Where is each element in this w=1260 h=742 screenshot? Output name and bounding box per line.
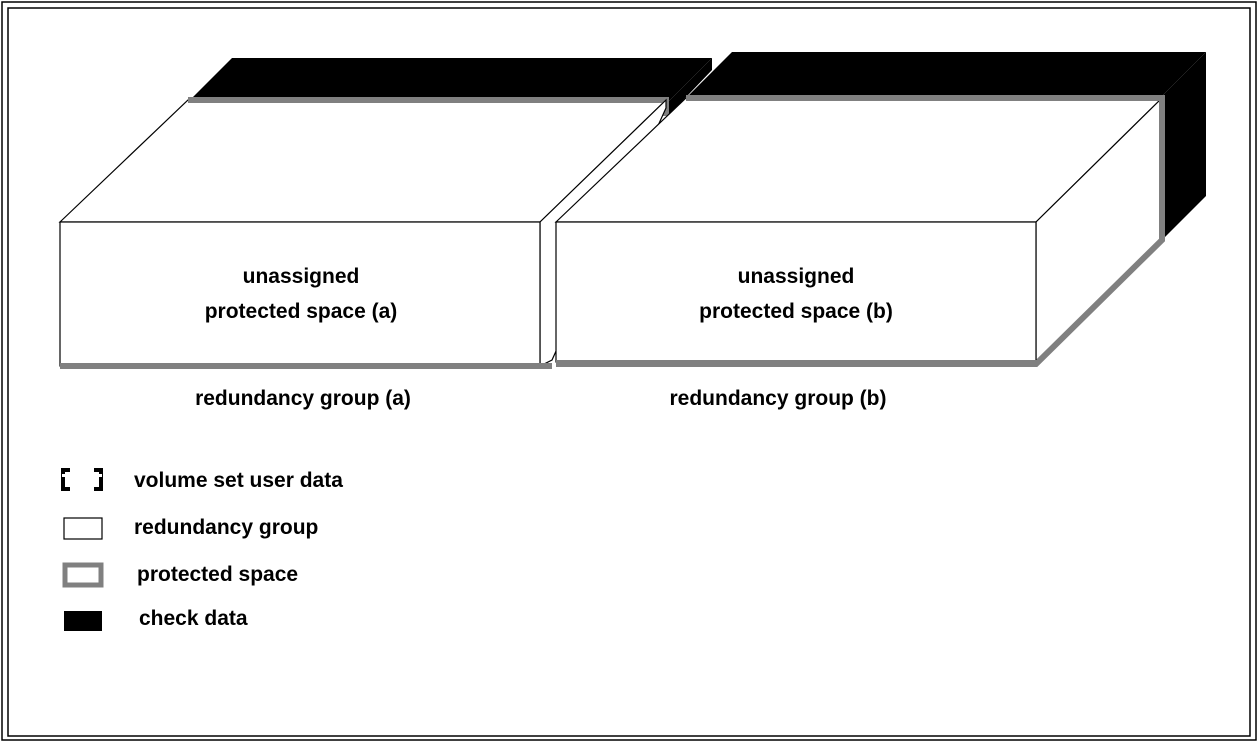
- face-label-b-line2: protected space (b): [699, 300, 893, 323]
- front-face-b: [555, 221, 1037, 363]
- white-box-icon: [63, 517, 103, 540]
- black-box-icon: [64, 611, 102, 631]
- face-label-a-line2: protected space (a): [205, 300, 398, 323]
- legend-label-check-data: check data: [139, 607, 248, 630]
- legend-label-protected-space: protected space: [137, 563, 298, 586]
- bracket-icon: [61, 468, 103, 491]
- legend-label-redundancy-group: redundancy group: [134, 516, 318, 539]
- check-data-side-a: [668, 58, 712, 116]
- face-label-a-line1: unassigned: [243, 265, 360, 288]
- caption-redundancy-group-b: redundancy group (b): [670, 387, 887, 410]
- check-data-slab-a: [188, 58, 712, 102]
- check-data-slab-b: [686, 52, 1206, 98]
- gray-box-icon: [62, 562, 104, 588]
- legend-label-volume-set-user-data: volume set user data: [134, 469, 343, 492]
- legend: volume set user data redundancy group pr…: [61, 468, 343, 631]
- redundancy-group-block-b: unassigned protected space (b): [554, 52, 1206, 367]
- caption-redundancy-group-a: redundancy group (a): [195, 387, 411, 410]
- face-label-b-line1: unassigned: [738, 265, 855, 288]
- front-face-a: [59, 221, 541, 367]
- check-data-side-b: [1160, 52, 1206, 242]
